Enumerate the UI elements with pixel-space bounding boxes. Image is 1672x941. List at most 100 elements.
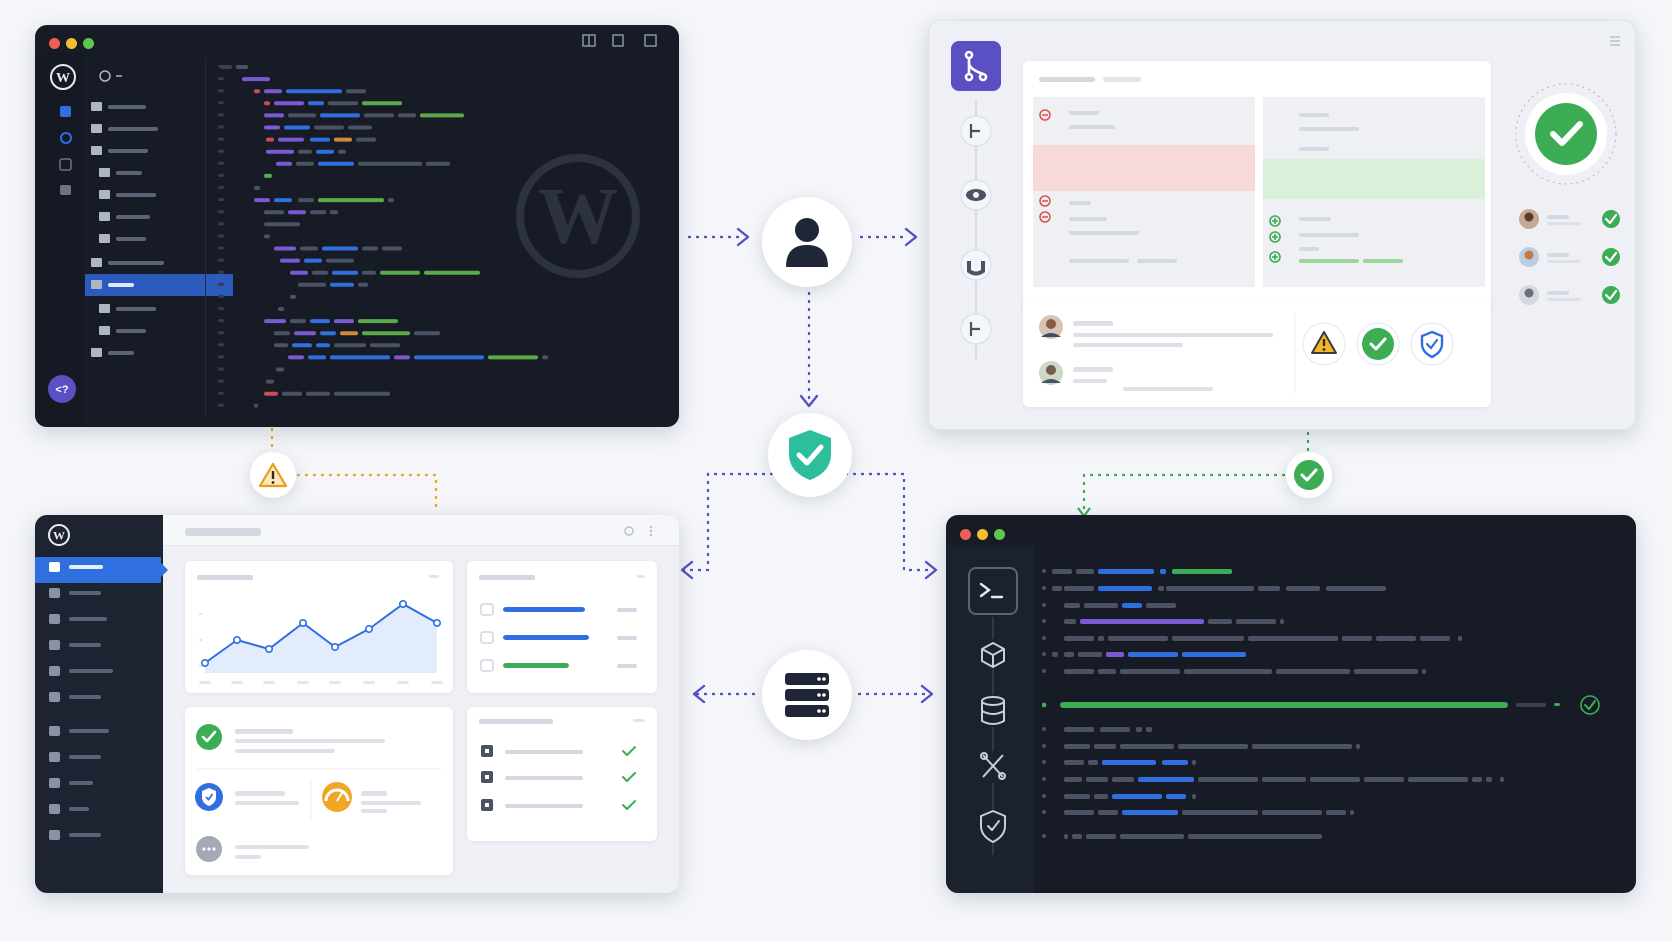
tree-item-label <box>108 351 134 355</box>
circle-icon[interactable] <box>99 69 129 83</box>
tree-item-label <box>108 105 146 109</box>
health-card <box>185 707 453 875</box>
admin-nav-label <box>69 617 107 621</box>
chart-point <box>433 618 442 627</box>
developer-node[interactable] <box>762 197 852 287</box>
admin-nav-label <box>69 591 101 595</box>
code-help-button[interactable]: <? <box>48 375 76 403</box>
admin-nav-icon <box>49 692 60 702</box>
admin-nav-icon <box>49 778 60 788</box>
folder-icon <box>99 326 110 335</box>
tree-item-label <box>116 329 146 333</box>
reviewer-approved-icon <box>1602 286 1620 304</box>
reviewer-list <box>1517 205 1635 325</box>
tree-item-label <box>108 149 148 153</box>
admin-nav-label <box>69 669 113 673</box>
wordpress-logo-icon[interactable]: W <box>49 63 77 91</box>
checklist-card <box>467 707 657 841</box>
file-tree[interactable] <box>85 97 233 417</box>
admin-nav[interactable] <box>35 557 163 887</box>
passed-node[interactable] <box>1286 452 1332 498</box>
folder-icon <box>99 212 110 221</box>
layout-icon[interactable] <box>581 33 661 49</box>
diff-removed-pane <box>1033 97 1255 287</box>
tree-item-label <box>108 261 164 265</box>
reviewer-approved-icon <box>1602 210 1620 228</box>
terminal-tool-icons[interactable] <box>976 615 1012 865</box>
list-icon <box>480 631 494 644</box>
admin-wp-logo-icon[interactable]: W <box>47 523 71 547</box>
admin-nav-icon <box>49 752 60 762</box>
terminal-window <box>946 515 1636 893</box>
warning-icon <box>258 462 288 488</box>
tree-selected <box>85 274 233 296</box>
svg-text:W: W <box>53 529 65 543</box>
removed-lines-highlight <box>1033 145 1255 191</box>
diff-card <box>1023 61 1491 311</box>
warning-node[interactable] <box>250 452 296 498</box>
admin-nav-label <box>69 833 101 837</box>
admin-nav-label <box>69 755 101 759</box>
admin-nav-label <box>69 695 101 699</box>
user-icon <box>786 218 828 267</box>
diff-added-pane <box>1263 97 1485 287</box>
admin-nav-arrow <box>161 563 168 577</box>
terminal-prompt-button[interactable] <box>968 567 1018 615</box>
window-controls[interactable] <box>49 36 100 54</box>
admin-nav-icon <box>49 614 60 624</box>
approved-badge-icon <box>1511 79 1621 189</box>
folder-icon <box>99 168 110 177</box>
terminal-window-controls[interactable] <box>960 527 1011 545</box>
admin-nav-label <box>69 781 93 785</box>
warning-status-icon[interactable] <box>1301 321 1347 367</box>
admin-nav-icon <box>49 640 60 650</box>
review-rail <box>975 101 977 361</box>
reviewer-approved-icon <box>1602 248 1620 266</box>
check-icon <box>1294 460 1324 490</box>
tree-item-label <box>116 215 150 219</box>
svg-text:<?: <? <box>55 384 68 396</box>
folder-icon <box>91 146 102 155</box>
progress-bar <box>503 663 569 668</box>
folder-icon <box>91 280 102 289</box>
progress-bar <box>503 607 585 612</box>
svg-text:W: W <box>538 173 618 261</box>
progress-bar <box>503 635 589 640</box>
chart-point <box>331 643 340 652</box>
tree-item-label <box>116 193 156 197</box>
security-node[interactable] <box>768 413 852 497</box>
svg-text:W: W <box>56 71 70 86</box>
admin-nav-label <box>69 729 109 733</box>
folder-icon <box>91 102 102 111</box>
admin-nav-label <box>69 807 89 811</box>
review-step-icons[interactable] <box>960 115 994 375</box>
activity-icons[interactable] <box>59 105 73 205</box>
folder-icon <box>91 348 102 357</box>
terminal-output <box>1042 555 1632 885</box>
code-review-window <box>928 20 1636 430</box>
server-icon <box>785 673 829 717</box>
menu-icon[interactable] <box>1609 35 1621 47</box>
wp-admin-window: W <box>35 515 679 893</box>
git-branch-button[interactable] <box>951 41 1001 91</box>
list-icon <box>480 659 494 672</box>
shield-check-icon <box>789 430 831 480</box>
chart-point <box>299 618 308 627</box>
admin-nav-icon <box>49 726 60 736</box>
build-progress-bar <box>1060 702 1508 708</box>
admin-nav-icon <box>49 588 60 598</box>
shield-status-icon[interactable] <box>1409 321 1455 367</box>
chart-point <box>232 636 241 645</box>
editor-activity-bar <box>35 53 83 427</box>
admin-nav-label <box>69 565 103 569</box>
admin-nav-icon <box>49 830 60 840</box>
folder-icon <box>91 124 102 133</box>
chart-point <box>200 659 209 668</box>
folder-icon <box>99 234 110 243</box>
admin-nav-icon <box>49 666 60 676</box>
chart-point <box>365 625 374 634</box>
list-icon <box>480 603 494 616</box>
server-node[interactable] <box>762 650 852 740</box>
check-status-icon[interactable] <box>1355 321 1401 367</box>
